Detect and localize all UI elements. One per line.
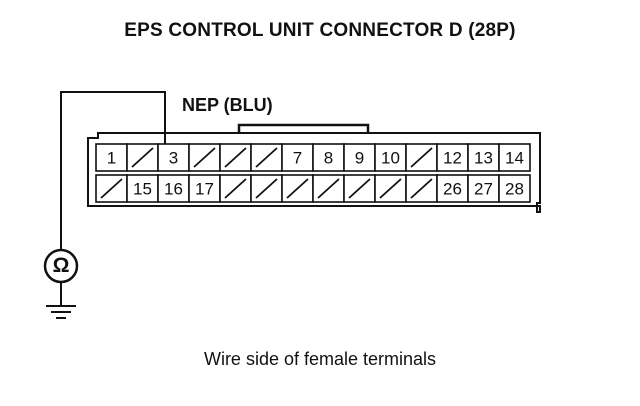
terminal-number-12: 12 — [443, 149, 462, 168]
unused-terminal-slash — [193, 147, 216, 168]
connector-housing — [87, 132, 541, 213]
terminal-cell-top-14 — [498, 143, 531, 172]
terminal-number-3: 3 — [169, 149, 178, 168]
terminal-cell-bottom-3 — [157, 174, 190, 203]
terminal-cell-top-3 — [157, 143, 190, 172]
unused-terminal-slash — [286, 178, 309, 199]
ground-icon — [46, 282, 76, 319]
diagram-caption: Wire side of female terminals — [203, 349, 437, 369]
terminal-number-27: 27 — [474, 180, 493, 199]
terminal-number-13: 13 — [474, 149, 493, 168]
terminal-number-1: 1 — [107, 149, 116, 168]
unused-terminal-slash — [410, 147, 433, 168]
test-lead-wire — [60, 91, 166, 250]
terminal-number-16: 16 — [164, 180, 183, 199]
terminal-number-14: 14 — [505, 149, 524, 168]
wire-color-label: NEP (BLU) — [182, 95, 273, 115]
unused-terminal-slash — [255, 178, 278, 199]
terminal-cell-top-7 — [281, 143, 314, 172]
terminal-number-26: 26 — [443, 180, 462, 199]
terminal-number-9: 9 — [355, 149, 364, 168]
terminal-number-7: 7 — [293, 149, 302, 168]
terminal-cell-top-13 — [467, 143, 500, 172]
unused-terminal-slash — [224, 178, 247, 199]
terminal-number-8: 8 — [324, 149, 333, 168]
ohm-symbol: Ω — [52, 254, 70, 277]
unused-terminal-slash — [131, 147, 154, 168]
terminal-cell-bottom-13 — [467, 174, 500, 203]
unused-terminal-slash — [224, 147, 247, 168]
unused-terminal-slash — [100, 178, 123, 199]
terminal-number-10: 10 — [381, 149, 400, 168]
terminal-cell-top-12 — [436, 143, 469, 172]
terminal-number-17: 17 — [195, 180, 214, 199]
unused-terminal-slash — [317, 178, 340, 199]
terminal-cell-top-9 — [343, 143, 376, 172]
page-title: EPS CONTROL UNIT CONNECTOR D (28P) — [124, 20, 516, 41]
unused-terminal-slash — [379, 178, 402, 199]
terminal-number-15: 15 — [133, 180, 152, 199]
terminal-number-28: 28 — [505, 180, 524, 199]
terminal-cell-bottom-14 — [498, 174, 531, 203]
connector-lock-tab — [237, 123, 370, 133]
unused-terminal-slash — [348, 178, 371, 199]
unused-terminal-slash — [255, 147, 278, 168]
unused-terminal-slash — [410, 178, 433, 199]
